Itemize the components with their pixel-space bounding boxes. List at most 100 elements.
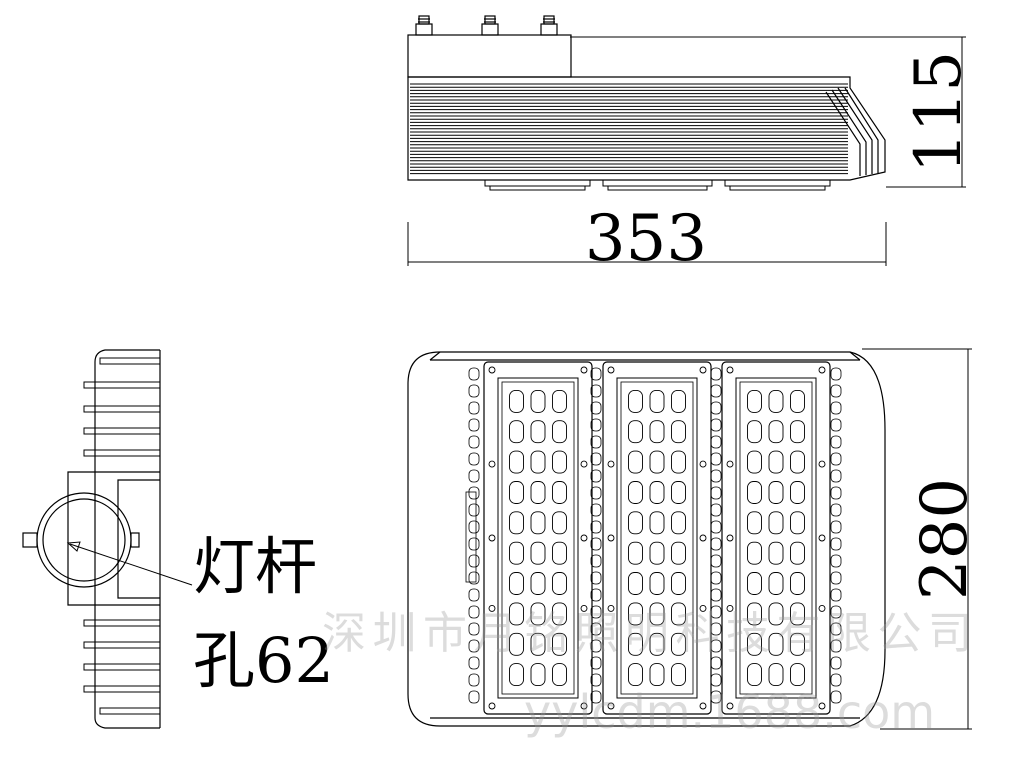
vent-slot (590, 605, 602, 619)
lens-plate-inner (620, 381, 694, 695)
led-lens (671, 572, 686, 595)
led-lens (768, 389, 784, 413)
vent-slot (710, 503, 722, 517)
led-lens (509, 602, 524, 626)
screw (726, 366, 734, 374)
vent-slot (830, 639, 842, 653)
vent-slot (830, 554, 842, 568)
lens-plate (497, 377, 579, 699)
side-slots (465, 367, 842, 704)
screw (607, 366, 615, 374)
dimension-width (862, 348, 972, 730)
led-lens (649, 481, 665, 504)
screw (699, 366, 707, 374)
led-lens (509, 481, 524, 504)
vent-slot (468, 367, 480, 381)
vent-slot (710, 673, 722, 687)
heatsink-fin (99, 357, 160, 365)
led-lens (530, 541, 546, 565)
watermark-site: yylcdm.1688.com (524, 685, 935, 739)
screw (607, 460, 615, 468)
vent-slot (710, 469, 722, 483)
led-lens (530, 389, 546, 413)
vent-slot (468, 554, 480, 568)
led-lens (747, 632, 762, 656)
lens-plate-inner (739, 381, 813, 695)
led-lens (552, 663, 567, 687)
module-frame (602, 361, 712, 715)
dimension-length (407, 222, 887, 266)
led-lens (509, 663, 524, 687)
vent-slot (830, 486, 842, 500)
screw (699, 534, 707, 542)
led-lens (768, 663, 784, 687)
led-lens (628, 572, 643, 595)
vent-slot (710, 588, 722, 602)
vent-slot (590, 622, 602, 636)
led-lens (747, 602, 762, 626)
vent-slot (590, 520, 602, 534)
vent-slot (710, 435, 722, 449)
vent-slot (830, 571, 842, 585)
screw (726, 604, 734, 612)
screw (580, 366, 588, 374)
led-lens (509, 511, 524, 535)
side-view-led-modules (484, 180, 831, 191)
screw (580, 604, 588, 612)
vent-slot (590, 401, 602, 415)
vent-slot (830, 673, 842, 687)
led-lens (790, 602, 805, 626)
led-lens (671, 632, 686, 656)
led-lens (649, 572, 665, 595)
led-lens (747, 389, 762, 413)
vent-slot (830, 588, 842, 602)
led-lens (530, 602, 546, 626)
vent-slot (710, 367, 722, 381)
led-lens (509, 450, 524, 474)
heatsink-fin (83, 663, 160, 671)
end-view-fins (83, 357, 160, 715)
vent-slot (590, 435, 602, 449)
vent-slot (830, 605, 842, 619)
led-lens (768, 632, 784, 656)
screw (818, 460, 826, 468)
vent-slot (468, 690, 480, 704)
led-lens (509, 541, 524, 565)
led-lens (747, 450, 762, 474)
vent-slot (590, 367, 602, 381)
vent-slot (710, 554, 722, 568)
led-lens (530, 420, 546, 444)
led-lens (768, 450, 784, 474)
led-lens (790, 450, 805, 474)
vent-slot (590, 673, 602, 687)
vent-slot (468, 503, 480, 517)
led-lens (790, 481, 805, 504)
vent-slot (710, 384, 722, 398)
led-lens (790, 632, 805, 656)
screw (818, 366, 826, 374)
vent-slot (590, 588, 602, 602)
heatsink-fin (83, 405, 160, 413)
watermark-company: 深圳市月铭照明科技有限公司 (322, 608, 972, 659)
vent-slot (468, 605, 480, 619)
vent-slot (830, 622, 842, 636)
module-frame (483, 361, 593, 715)
lens-plate (735, 377, 817, 699)
vent-slot (710, 656, 722, 670)
led-module-left (483, 361, 593, 715)
led-lens (649, 389, 665, 413)
screw (726, 702, 734, 710)
led-lens (790, 663, 805, 687)
led-lens (671, 602, 686, 626)
led-module-center (602, 361, 712, 715)
vent-slot (830, 690, 842, 704)
led-lens (509, 572, 524, 595)
vent-slot (830, 537, 842, 551)
vent-slot (468, 435, 480, 449)
vent-slot (830, 367, 842, 381)
side-view (407, 15, 886, 181)
led-lens (530, 572, 546, 595)
heatsink-fin (83, 685, 160, 693)
led-lens (747, 481, 762, 504)
screw (488, 604, 496, 612)
